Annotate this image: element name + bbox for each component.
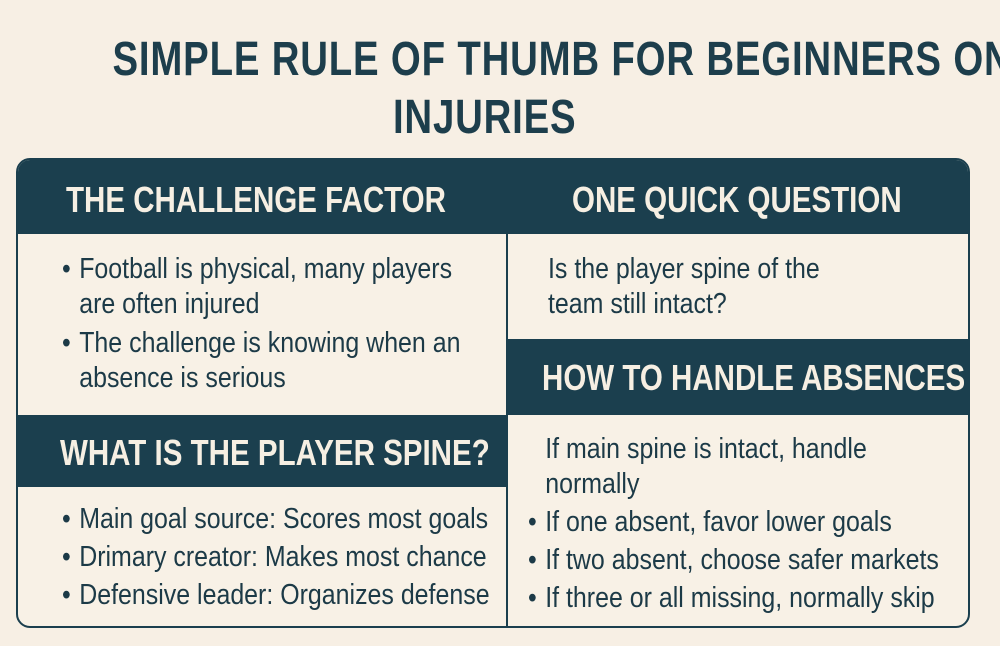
page-title-line-2: INJURIES bbox=[0, 90, 970, 145]
challenge-header: THE CHALLENGE FACTOR bbox=[18, 160, 506, 234]
question-text: Is the player spine of the team still in… bbox=[548, 253, 820, 320]
bullet-item: Defensive leader: Organizes defense bbox=[62, 578, 490, 613]
absences-intro: If main spine is intact, handle normally bbox=[528, 432, 939, 502]
column-divider bbox=[506, 160, 508, 626]
question-body: Is the player spine of the team still in… bbox=[548, 252, 862, 322]
title-text: INJURIES bbox=[393, 91, 577, 144]
absences-header: HOW TO HANDLE ABSENCES bbox=[508, 339, 968, 415]
bullet-item: If one absent, favor lower goals bbox=[528, 505, 939, 540]
bullet-text: The challenge is knowing when an absence… bbox=[79, 327, 461, 394]
page-title-line-1: SIMPLE RULE OF THUMB FOR BEGINNERS ON bbox=[0, 32, 1000, 87]
bullet-text: Football is physical, many players are o… bbox=[79, 253, 453, 320]
spine-header: WHAT IS THE PLAYER SPINE? bbox=[18, 415, 506, 487]
absences-body: If main spine is intact, handle normally… bbox=[528, 432, 939, 619]
spine-body: Main goal source: Scores most goals Drim… bbox=[62, 502, 490, 616]
absences-intro-text: If main spine is intact, handle normally bbox=[545, 433, 867, 500]
question-header: ONE QUICK QUESTION bbox=[508, 160, 968, 234]
title-text: SIMPLE RULE OF THUMB FOR BEGINNERS ON bbox=[112, 33, 1000, 86]
bullet-item: Main goal source: Scores most goals bbox=[62, 502, 490, 537]
info-card: THE CHALLENGE FACTOR Football is physica… bbox=[16, 158, 970, 628]
bullet-item: Football is physical, many players are o… bbox=[62, 252, 479, 322]
bullet-item: If two absent, choose safer markets bbox=[528, 543, 939, 578]
bullet-item: The challenge is knowing when an absence… bbox=[62, 326, 479, 396]
bullet-item: Drimary creator: Makes most chance bbox=[62, 540, 490, 575]
bullet-item: If three or all missing, normally skip bbox=[528, 581, 939, 616]
challenge-body: Football is physical, many players are o… bbox=[62, 252, 479, 399]
